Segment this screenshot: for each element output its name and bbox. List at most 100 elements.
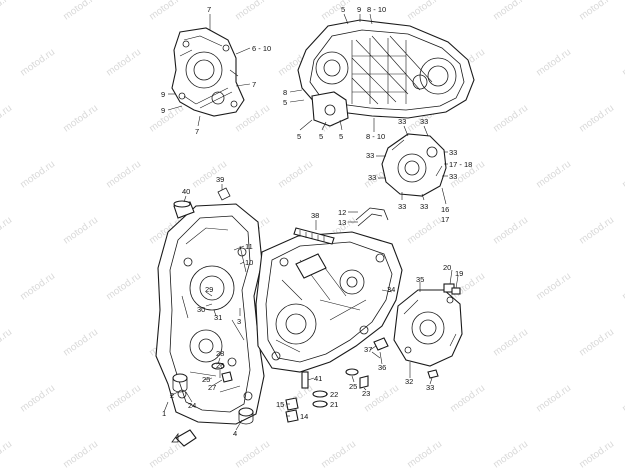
callout-41: 41 — [314, 374, 322, 383]
callout-33: 33 — [426, 383, 434, 392]
callout-27: 27 — [208, 383, 216, 392]
watermark-text: motod.ru — [0, 327, 14, 359]
callout-7: 7 — [252, 80, 256, 89]
left-upper-case — [171, 27, 245, 117]
leader-lines — [163, 13, 459, 431]
transmission-cover — [297, 19, 475, 127]
watermark-text: motod.ru — [362, 383, 401, 415]
watermark-text: motod.ru — [620, 383, 625, 415]
watermark-text: motod.ru — [534, 383, 573, 415]
watermark-text: motod.ru — [448, 383, 487, 415]
callout-19: 19 — [455, 269, 463, 278]
watermark-text: motod.ru — [577, 0, 616, 22]
watermark-text: motod.ru — [577, 439, 616, 468]
crankcase-left-half — [155, 203, 265, 425]
watermark-text: motod.ru — [147, 0, 186, 22]
callout-15: 15 — [276, 400, 284, 409]
callout-7: 7 — [195, 127, 199, 136]
clutch-cover-small — [381, 133, 447, 197]
watermark-text: motod.ru — [534, 271, 573, 303]
callout-9: 9 — [161, 106, 165, 115]
callout-8: 8 — [283, 88, 287, 97]
callout-10: 10 — [245, 258, 253, 267]
callout-13: 13 — [338, 218, 346, 227]
callout-24: 24 — [188, 401, 196, 410]
callout-33: 33 — [398, 202, 406, 211]
watermark-text: motod.ru — [233, 0, 272, 22]
callout-5: 5 — [341, 5, 345, 14]
callout-9: 9 — [161, 90, 165, 99]
watermark-text: motod.ru — [104, 159, 143, 191]
watermark-text: motod.ru — [104, 271, 143, 303]
watermark-text: motod.ru — [18, 159, 57, 191]
callout-9: 9 — [357, 5, 361, 14]
callout-5: 5 — [297, 132, 301, 141]
callout-25: 25 — [202, 375, 210, 384]
watermark-text: motod.ru — [18, 271, 57, 303]
watermark-text: motod.ru — [18, 47, 57, 79]
watermark-text: motod.ru — [147, 103, 186, 135]
watermark-text: motod.ru — [620, 271, 625, 303]
watermark-text: motod.ru — [0, 439, 14, 468]
callout-32: 32 — [405, 377, 413, 386]
callout-8-10: 8 - 10 — [367, 5, 386, 14]
callout-36: 36 — [378, 363, 386, 372]
callout-37: 37 — [364, 345, 372, 354]
callout-labels: 7 6 - 10 7 9 9 7 5 9 8 - 10 8 5 5 5 5 8 … — [161, 5, 472, 438]
watermark-text: motod.ru — [577, 103, 616, 135]
callout-6-10: 6 - 10 — [252, 44, 271, 53]
callout-33: 33 — [449, 172, 457, 181]
watermark-text: motod.ru — [0, 215, 14, 247]
watermark-text: motod.ru — [61, 0, 100, 22]
watermark-text: motod.ru — [405, 215, 444, 247]
watermark-text: motod.ru — [18, 383, 57, 415]
callout-12: 12 — [338, 208, 346, 217]
watermark-text: motod.ru — [491, 103, 530, 135]
callout-33: 33 — [420, 117, 428, 126]
callout-33: 33 — [398, 117, 406, 126]
callout-1: 1 — [162, 409, 166, 418]
watermark-text: motod.ru — [534, 159, 573, 191]
callout-7: 7 — [207, 5, 211, 14]
watermark-text: motod.ru — [0, 0, 14, 22]
callout-5: 5 — [319, 132, 323, 141]
callout-8-10: 8 - 10 — [366, 132, 385, 141]
callout-34: 34 — [387, 285, 395, 294]
watermark-text: motod.ru — [61, 103, 100, 135]
watermark-text: motod.ru — [405, 0, 444, 22]
callout-4: 4 — [233, 429, 237, 438]
callout-16: 16 — [441, 205, 449, 214]
watermark-text: motod.ru — [147, 439, 186, 468]
callout-26: 26 — [216, 361, 224, 370]
callout-30: 30 — [197, 305, 205, 314]
callout-39: 39 — [216, 175, 224, 184]
callout-29: 29 — [205, 285, 213, 294]
callout-21: 21 — [330, 400, 338, 409]
callout-23: 23 — [362, 389, 370, 398]
callout-14: 14 — [300, 412, 308, 421]
callout-28: 28 — [216, 349, 224, 358]
watermark-text: motod.ru — [319, 439, 358, 468]
watermark-text: motod.ru — [61, 439, 100, 468]
watermark-text: motod.ru — [491, 327, 530, 359]
callout-11: 11 — [245, 242, 253, 251]
watermark-text: motod.ru — [534, 47, 573, 79]
watermark-text: motod.ru — [577, 327, 616, 359]
callout-40: 40 — [182, 187, 190, 196]
watermark-text: motod.ru — [620, 47, 625, 79]
callout-22: 22 — [330, 390, 338, 399]
callout-17: 17 — [441, 215, 449, 224]
callout-35: 35 — [416, 275, 424, 284]
callout-2: 2 — [170, 391, 174, 400]
watermark-text: motod.ru — [491, 215, 530, 247]
callout-3: 3 — [237, 317, 241, 326]
crankcase-cover-right — [393, 289, 463, 367]
callout-33: 33 — [368, 173, 376, 182]
watermark-text: motod.ru — [61, 215, 100, 247]
callout-25: 25 — [349, 382, 357, 391]
small-parts — [171, 187, 461, 447]
callout-5: 5 — [283, 98, 287, 107]
callout-33: 33 — [366, 151, 374, 160]
callout-20: 20 — [443, 263, 451, 272]
